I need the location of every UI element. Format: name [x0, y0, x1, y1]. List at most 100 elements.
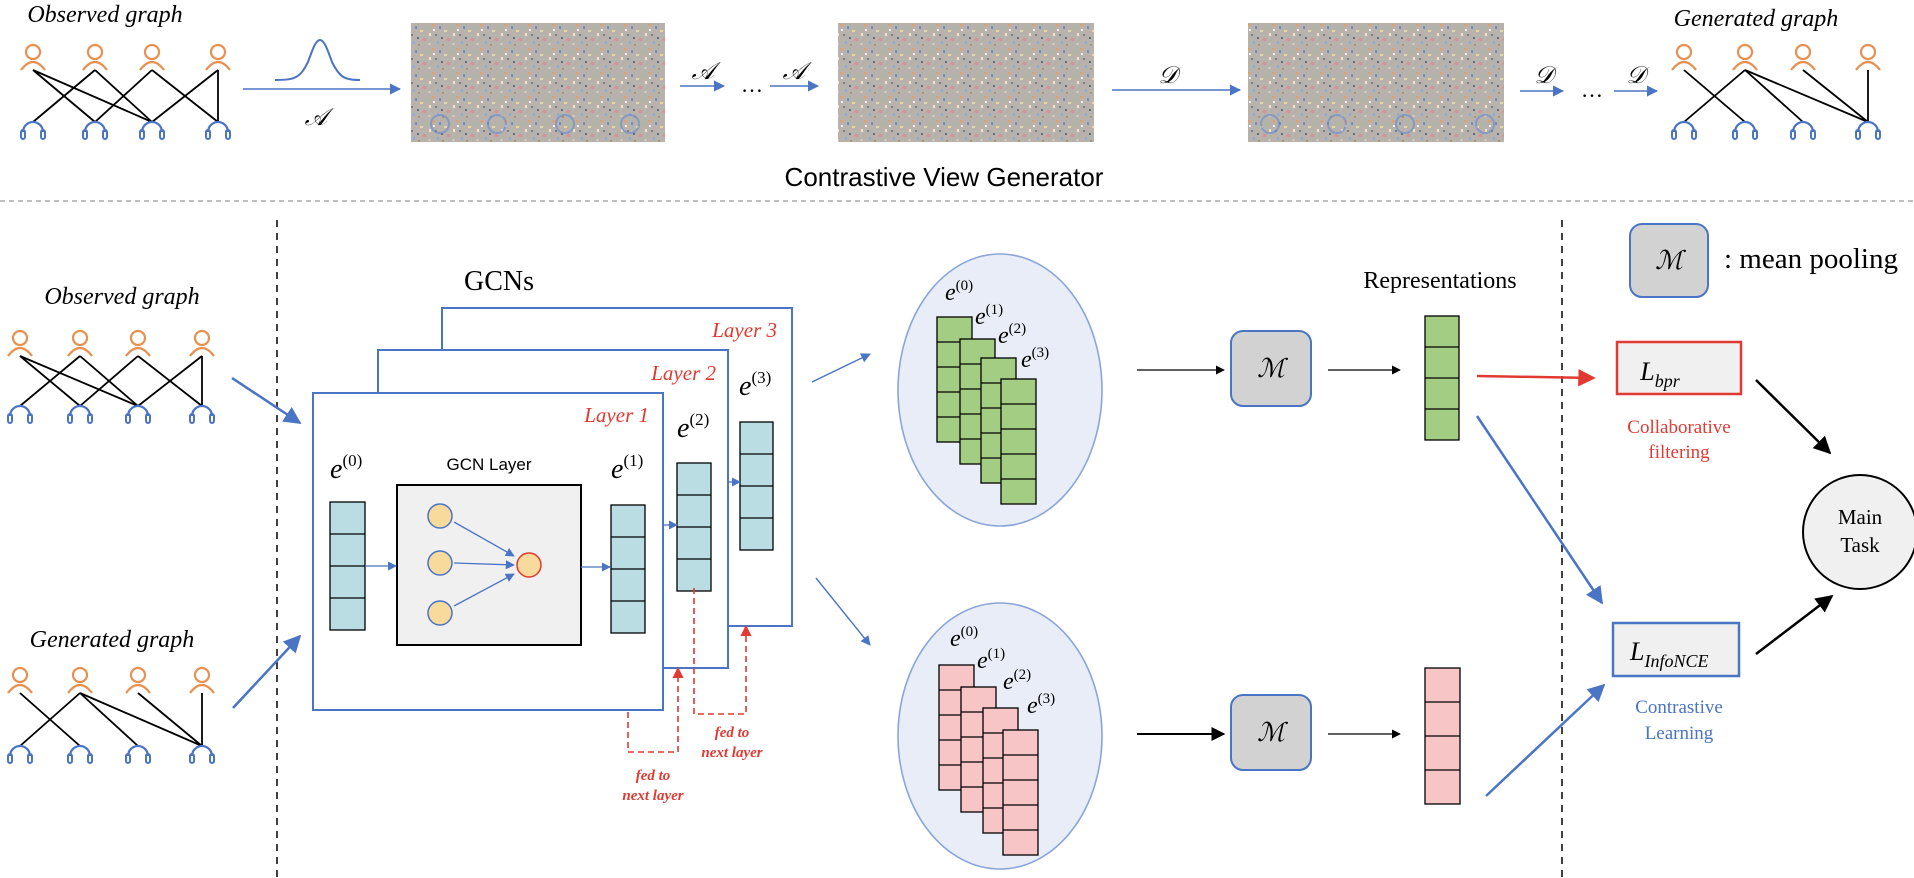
user-icon [7, 329, 33, 357]
neuron-in-3 [427, 600, 453, 626]
top-mean-pool-symbol: ℳ [1257, 354, 1288, 383]
arrow-infonce-to-main [1755, 594, 1834, 655]
bottom-e1-label: e(1) [977, 646, 1005, 674]
representation-vectors [1424, 315, 1461, 805]
user-icon [1671, 43, 1697, 71]
gcn-embedding-vectors [329, 421, 774, 634]
headphone-icon [67, 404, 93, 424]
fed-label-2-line2: next layer [701, 745, 762, 761]
bottom-representation-vector [1424, 667, 1461, 805]
top-generated-graph [1671, 43, 1881, 140]
symbol-a-1: 𝒜 [305, 105, 335, 131]
infonce-loss-box [1611, 621, 1741, 678]
fed-label-1-line1: fed to [636, 768, 671, 784]
symbol-d-1: 𝒟 [1158, 63, 1182, 89]
bottom-generated-graph [7, 666, 215, 764]
gcn-e2-label: e(2) [677, 410, 709, 444]
symbol-d-2: 𝒟 [1534, 63, 1558, 89]
user-icon [189, 329, 215, 357]
top-e3-label: e(3) [1021, 345, 1049, 373]
gcn-e3-label: e(3) [739, 368, 771, 402]
arrow-bpr-to-main [1755, 379, 1832, 455]
symbol-a-3: 𝒜 [783, 59, 813, 85]
gcn-layer-box [396, 484, 582, 646]
gcn-layer-label: GCN Layer [446, 455, 531, 474]
fed-label-1-line2: next layer [622, 788, 683, 804]
arrow-gcn-to-bottom-ellipse [815, 577, 871, 646]
noise-3-ghost-graph [1260, 114, 1495, 134]
bottom-e0-label: e(0) [950, 624, 978, 652]
gcn-layer-neurons [427, 503, 542, 626]
symbol-a-2: 𝒜 [692, 59, 722, 85]
bottom-mean-pool-box [1230, 694, 1312, 771]
layer3-label: Layer 3 [711, 318, 777, 342]
user-icon [67, 666, 93, 694]
bpr-loss-box [1615, 340, 1743, 396]
dots-2: … [1581, 77, 1603, 102]
bottom-mean-pool-symbol: ℳ [1257, 718, 1288, 747]
arrow-observed-to-gcn [231, 376, 302, 425]
main-task-line1: Main [1838, 505, 1883, 529]
noise-1-ghost-graph [430, 114, 640, 134]
headphone-icon [189, 404, 215, 424]
ellipse-embedding-vectors [936, 316, 1039, 856]
top-observed-graph [20, 43, 231, 140]
headphone-icon [1732, 120, 1758, 140]
representations-label: Representations [1363, 268, 1516, 294]
headphone-icon [205, 120, 231, 140]
neuron-out [516, 552, 542, 578]
headphone-icon [82, 120, 108, 140]
user-icon [139, 43, 165, 71]
arrow-rep-to-bpr [1476, 368, 1596, 387]
main-task-line2: Task [1840, 533, 1880, 557]
user-icon [7, 666, 33, 694]
legend-mean-pool-symbol: ℳ [1655, 246, 1686, 275]
user-icon [125, 329, 151, 357]
headphone-icon [67, 744, 93, 764]
fed-arrow-1 [627, 666, 684, 753]
arrow-rep-to-infonce [1475, 415, 1604, 605]
headphone-icon [125, 404, 151, 424]
user-icon [205, 43, 231, 71]
top-e2-label: e(2) [998, 321, 1026, 349]
user-icon [1790, 43, 1816, 71]
top-e1-label: e(1) [975, 302, 1003, 330]
user-icon [20, 43, 46, 71]
user-icon [1855, 43, 1881, 71]
legend-mean-pool-box [1629, 223, 1709, 298]
headphone-icon [1855, 120, 1881, 140]
arrow-gcn-to-top-ellipse [811, 353, 871, 383]
headphone-icon [7, 744, 33, 764]
noise-image-2 [838, 23, 1094, 142]
legend-mean-pool-text: : mean pooling [1724, 243, 1898, 275]
noise-image-3 [1248, 23, 1504, 142]
top-mean-pool-box [1230, 330, 1312, 407]
infonce-loss-label: LInfoNCE [1629, 637, 1708, 671]
gcn-e1-vector [610, 504, 646, 634]
bottom-generated-title: Generated graph [30, 627, 195, 653]
contrastive-view-generator-caption: Contrastive View Generator [785, 162, 1104, 192]
top-e0-label: e(0) [945, 278, 973, 306]
bpr-loss-label: Lbpr [1639, 357, 1680, 391]
arrow-bottom-rep-to-infonce [1485, 683, 1606, 797]
bottom-e2-label: e(2) [1003, 667, 1031, 695]
user-icon [82, 43, 108, 71]
headphone-icon [1790, 120, 1816, 140]
top-generated-title: Generated graph [1674, 6, 1839, 32]
top-representation-vector [1424, 315, 1460, 441]
bottom-e3-label: e(3) [1027, 691, 1055, 719]
bottom-observed-title: Observed graph [44, 284, 199, 310]
gcn-e1-label: e(1) [611, 451, 643, 485]
user-icon [67, 329, 93, 357]
fed-label-2-line1: fed to [715, 725, 750, 741]
bottom-e3-vector [1002, 729, 1039, 856]
gcn-e0-label: e(0) [330, 451, 362, 485]
fed-arrow-2 [693, 588, 752, 715]
headphone-icon [7, 404, 33, 424]
headphone-icon [20, 120, 46, 140]
contrastive-learning-line1: Contrastive [1635, 697, 1723, 718]
gcns-title: GCNs [464, 266, 534, 297]
symbol-d-3: 𝒟 [1626, 63, 1650, 89]
gaussian-curve [274, 38, 361, 81]
